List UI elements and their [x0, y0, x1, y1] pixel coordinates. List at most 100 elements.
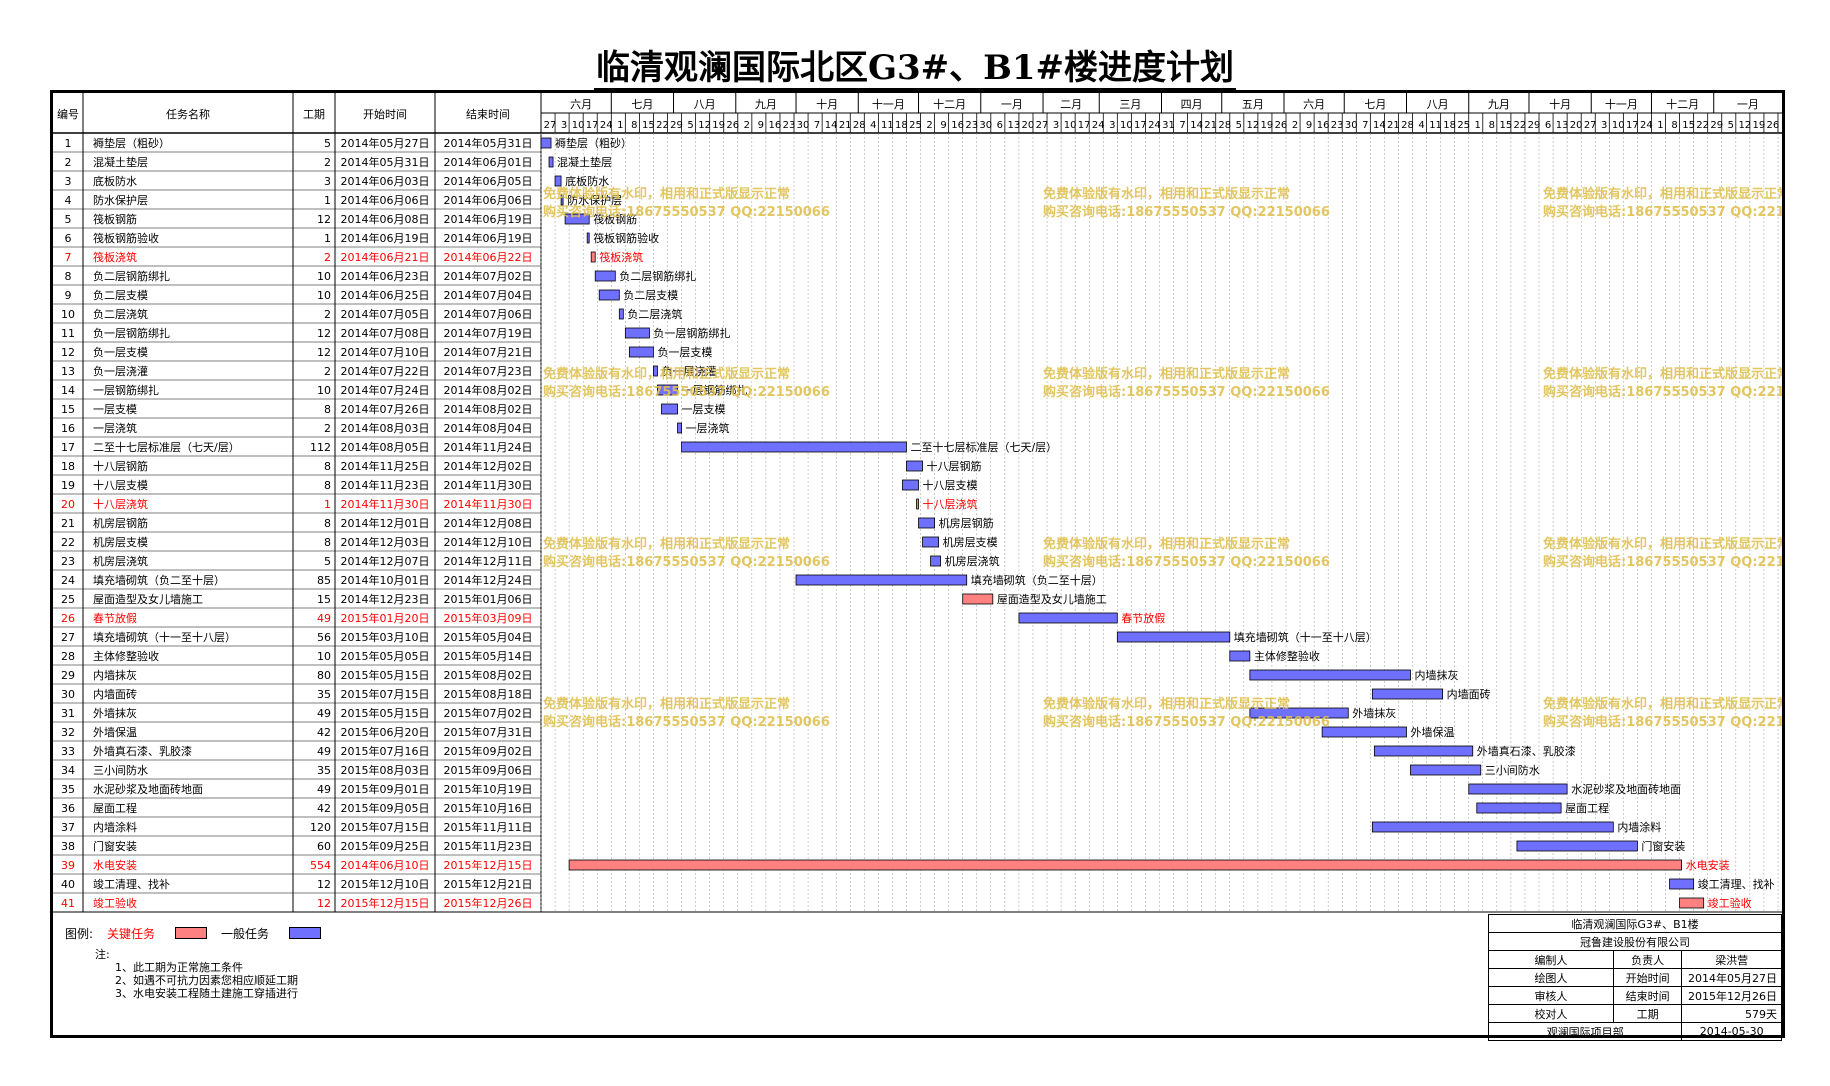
gantt-frame: 编号任务名称工期开始时间结束时间六月七月八月九月十月十一月十二月一月二月三月四月…	[50, 90, 1785, 1041]
week-tick-label: 22	[1696, 120, 1709, 131]
task-end: 2015年05月04日	[444, 630, 533, 644]
task-start: 2015年09月25日	[341, 839, 430, 853]
gantt-bar-label: 十八层支模	[923, 478, 978, 492]
gantt-bar	[962, 593, 994, 605]
task-start: 2014年07月22日	[341, 364, 430, 378]
legend-label: 图例:	[65, 927, 94, 941]
sig-project: 临清观澜国际G3#、B1楼	[1488, 914, 1782, 933]
week-tick-label: 22	[656, 120, 669, 131]
week-tick-label: 26	[726, 120, 739, 131]
task-duration: 112	[310, 441, 331, 454]
week-tick-label: 9	[1306, 120, 1312, 131]
sig-value: 579天	[1681, 1004, 1782, 1023]
task-name: 负二层浇筑	[93, 307, 148, 321]
task-start: 2014年07月08日	[341, 326, 430, 340]
task-end: 2015年08月02日	[444, 668, 533, 682]
task-no: 16	[61, 422, 75, 435]
task-start: 2015年12月10日	[341, 877, 430, 891]
month-label: 一月	[1737, 98, 1759, 111]
month-label: 十月	[1549, 97, 1571, 111]
task-duration: 12	[317, 327, 331, 340]
week-tick-label: 5	[1728, 120, 1734, 131]
task-duration: 8	[324, 517, 331, 530]
task-no: 12	[61, 346, 75, 359]
task-start: 2014年12月23日	[341, 592, 430, 606]
task-duration: 49	[317, 707, 331, 720]
gantt-bar	[677, 422, 682, 434]
task-duration: 12	[317, 213, 331, 226]
week-tick-label: 17	[586, 120, 599, 131]
task-start: 2014年08月03日	[341, 421, 430, 435]
week-tick-label: 16	[951, 120, 964, 131]
week-tick-label: 27	[1584, 120, 1597, 131]
gantt-bar-label: 机房层钢筋	[939, 516, 994, 530]
task-duration: 8	[324, 403, 331, 416]
week-tick-label: 19	[1753, 120, 1766, 131]
week-tick-label: 2	[926, 120, 932, 131]
task-duration: 85	[317, 574, 331, 587]
week-tick-label: 30	[979, 120, 992, 131]
gantt-bar	[1373, 745, 1474, 757]
task-duration: 56	[317, 631, 331, 644]
gantt-bar	[628, 346, 654, 358]
task-no: 38	[61, 840, 75, 853]
month-label: 九月	[1488, 98, 1510, 111]
sig-field: 工期	[1612, 1004, 1683, 1023]
week-tick-label: 8	[1671, 120, 1677, 131]
gantt-bar-label: 十八层钢筋	[927, 459, 982, 473]
week-tick-label: 13	[1556, 120, 1569, 131]
gantt-bar-label: 水电安装	[1686, 858, 1730, 872]
task-name: 一层支模	[93, 403, 137, 416]
week-tick-label: 27	[544, 120, 557, 131]
task-no: 23	[61, 555, 75, 568]
week-tick-label: 17	[1134, 120, 1147, 131]
task-start: 2014年06月25日	[341, 288, 430, 302]
task-start: 2014年05月31日	[341, 155, 430, 169]
task-end: 2014年07月23日	[444, 364, 533, 378]
task-end: 2015年12月26日	[444, 896, 533, 910]
task-start: 2015年06月20日	[341, 725, 430, 739]
task-name: 一层钢筋绑扎	[93, 383, 159, 397]
task-start: 2014年11月25日	[341, 459, 430, 473]
task-end: 2014年12月24日	[444, 573, 533, 587]
month-label: 六月	[1303, 98, 1325, 111]
watermark-text: 购买咨询电话:18675550537 QQ:22150066	[1543, 714, 1782, 730]
notes-label: 注:	[95, 948, 110, 961]
task-end: 2015年07月02日	[444, 706, 533, 720]
task-name: 内墙涂料	[93, 820, 137, 834]
gantt-bar-label: 褥垫层（粗砂）	[555, 136, 632, 150]
week-tick-label: 11	[1429, 120, 1442, 131]
gantt-bar-label: 春节放假	[1121, 611, 1165, 625]
week-tick-label: 26	[1275, 120, 1288, 131]
week-tick-label: 24	[1640, 120, 1653, 131]
sig-value: 2014年05月27日	[1681, 968, 1782, 987]
gantt-bar	[554, 175, 562, 187]
task-name: 主体修整验收	[93, 649, 159, 663]
task-no: 3	[65, 175, 72, 188]
gantt-bar	[1516, 840, 1638, 852]
week-tick-label: 16	[769, 120, 782, 131]
week-tick-label: 3	[1109, 120, 1115, 131]
task-end: 2014年12月08日	[444, 516, 533, 530]
task-duration: 2	[324, 156, 331, 169]
task-start: 2014年10月01日	[341, 573, 430, 587]
task-end: 2014年08月02日	[444, 383, 533, 397]
task-end: 2014年06月05日	[444, 174, 533, 188]
month-label: 七月	[1364, 98, 1386, 111]
task-duration: 8	[324, 479, 331, 492]
task-name: 外墙抹灰	[93, 706, 137, 720]
gantt-bar-label: 负一层钢筋绑扎	[653, 326, 730, 340]
note-item: 1、此工期为正常施工条件	[115, 961, 243, 974]
task-no: 18	[61, 460, 75, 473]
task-start: 2014年06月08日	[341, 212, 430, 226]
gantt-bar	[930, 555, 942, 567]
task-duration: 42	[317, 726, 331, 739]
task-end: 2015年01月06日	[444, 592, 533, 606]
gantt-bar-label: 竣工验收	[1708, 896, 1752, 910]
task-duration: 10	[317, 384, 331, 397]
week-tick-label: 5	[687, 120, 693, 131]
task-name: 筏板钢筋	[93, 212, 137, 226]
week-tick-label: 26	[1767, 120, 1780, 131]
month-label: 九月	[755, 98, 777, 111]
task-end: 2015年10月19日	[444, 782, 533, 796]
